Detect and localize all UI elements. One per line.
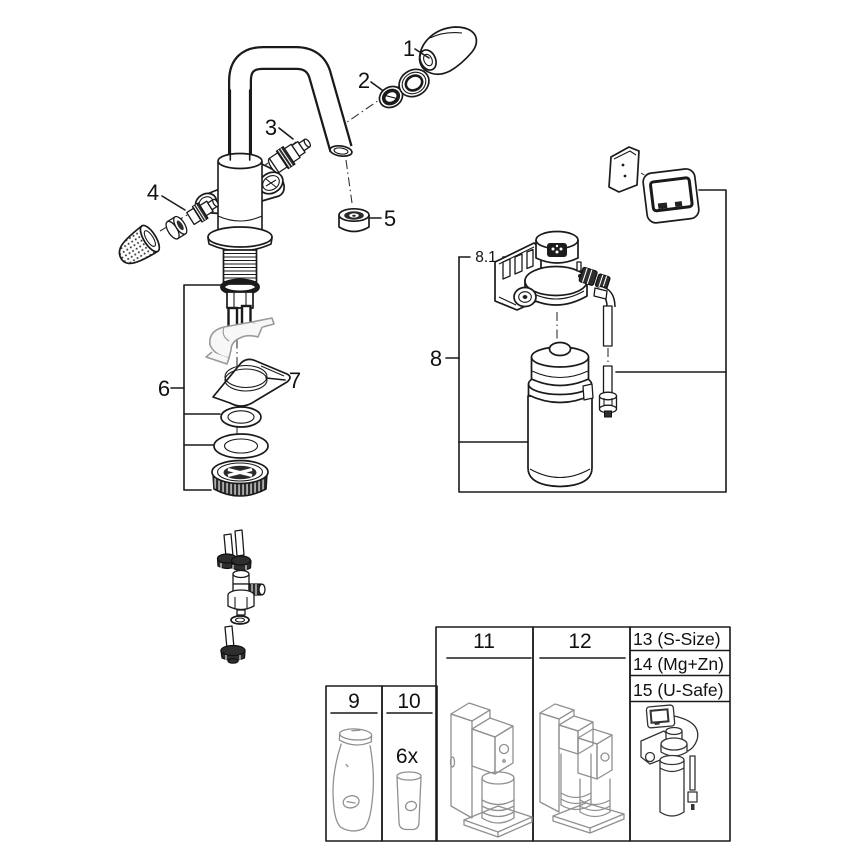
hose-connector-set	[216, 529, 252, 572]
callout-label-1: 1	[403, 36, 415, 61]
box13-15-filter-kit	[640, 704, 699, 817]
callout-label-7: 7	[289, 368, 301, 393]
callout-label-8: 8	[430, 346, 442, 371]
box10-quantity: 6x	[396, 745, 419, 768]
axis-lines	[159, 68, 609, 574]
box12-label: 12	[568, 630, 591, 653]
callout-leaders	[161, 48, 430, 381]
t-valve	[227, 569, 266, 616]
base-connector	[220, 625, 246, 664]
box9-label: 9	[348, 690, 360, 713]
callout-label-2: 2	[358, 68, 370, 93]
callout-label-3: 3	[265, 115, 277, 140]
display-mount-plate	[608, 146, 655, 193]
connection-hose	[598, 305, 618, 418]
seal-rings-part2	[378, 68, 430, 109]
faucet-spout	[228, 46, 353, 170]
callout-bracket-part6	[170, 284, 222, 491]
box9-carafe	[332, 728, 375, 832]
seal-washer-small	[230, 615, 250, 625]
callout-bracket-part8	[445, 189, 727, 493]
spout-handle-part1	[418, 26, 478, 76]
kit-label-15: 15 (U-Safe)	[633, 680, 723, 700]
aerator-nut-part5	[338, 207, 370, 233]
knurled-cap	[118, 224, 161, 265]
mounting-clamp-phantom	[205, 317, 275, 365]
mounting-triangle-part7	[212, 358, 291, 407]
box10-label: 10	[397, 690, 420, 713]
box12-filter-unit-large	[539, 703, 625, 834]
flow-valve-part3	[267, 138, 312, 174]
box11-filter-unit	[449, 702, 533, 838]
callout-label-6: 6	[158, 376, 170, 401]
side-valve-part4	[118, 198, 219, 265]
filter-cartridge	[527, 341, 594, 488]
callout-label-4: 4	[147, 180, 159, 205]
box11-label: 11	[473, 630, 495, 653]
box10-glasses	[396, 771, 422, 831]
callout-label-8-1: 8.1	[475, 249, 497, 266]
valve-spacer-ring	[165, 215, 188, 240]
callout-label-5: 5	[384, 206, 396, 231]
kit-label-14: 14 (Mg+Zn)	[633, 654, 724, 674]
washers-and-mounting-nut	[211, 406, 269, 497]
kit-label-13: 13 (S-Size)	[633, 629, 721, 649]
filter-head-part8-1	[494, 230, 616, 311]
flow-display-unit	[642, 168, 700, 224]
accessory-boxes	[325, 626, 731, 842]
